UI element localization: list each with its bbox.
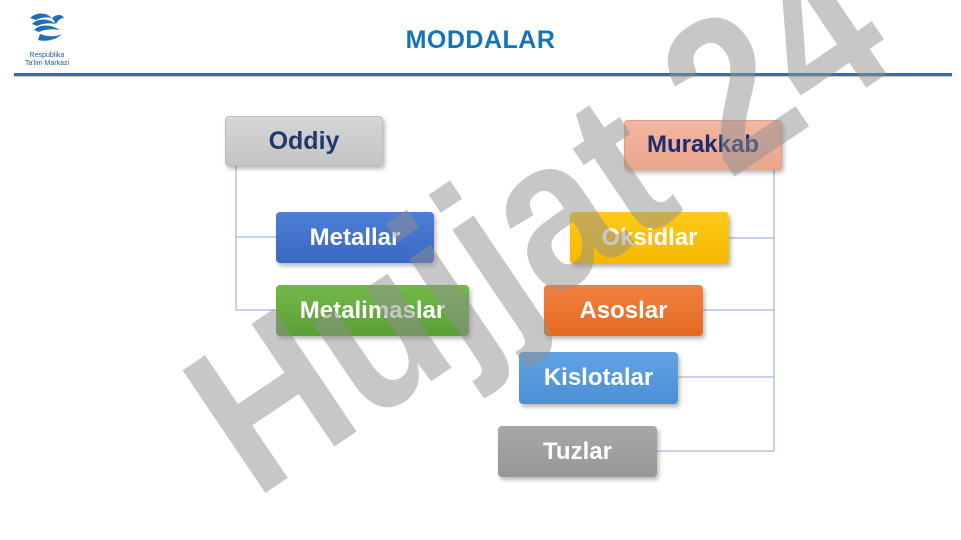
oksidlar-box: Oksidlar bbox=[570, 212, 729, 264]
page-title: MODDALAR bbox=[405, 26, 556, 54]
dove-icon bbox=[30, 13, 64, 41]
metalimaslar-box: Metalimaslar bbox=[276, 285, 469, 336]
logo-text: Respublika Ta'lim Markazi bbox=[14, 52, 80, 68]
metallar-box: Metallar bbox=[276, 212, 434, 263]
asoslar-box: Asoslar bbox=[544, 285, 703, 336]
header-divider bbox=[14, 73, 952, 76]
logo-line1: Respublika bbox=[29, 52, 65, 59]
logo-line2: Ta'lim Markazi bbox=[24, 60, 70, 67]
kislotalar-box: Kislotalar bbox=[519, 352, 678, 404]
tuzlar-box: Tuzlar bbox=[498, 426, 657, 477]
logo: Respublika Ta'lim Markazi bbox=[14, 6, 80, 72]
oddiy-box: Oddiy bbox=[225, 116, 383, 166]
murakkab-box: Murakkab bbox=[624, 120, 782, 170]
